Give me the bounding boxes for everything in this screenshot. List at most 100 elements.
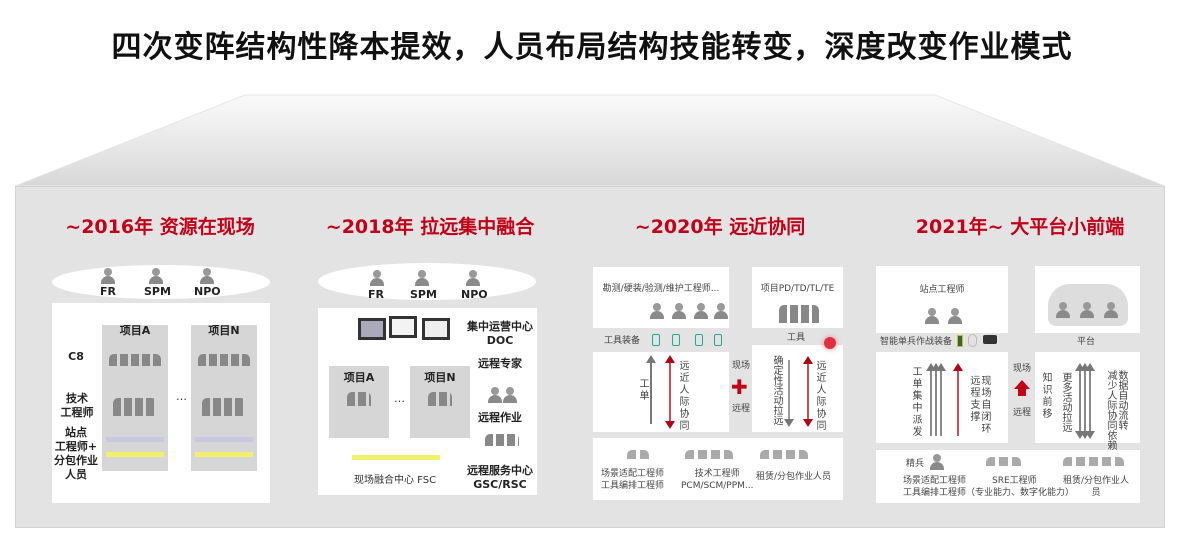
c8-crowd-icon (198, 354, 250, 366)
site-worker-strip (106, 437, 164, 442)
role-spm: SPM (410, 288, 437, 301)
collab-label: 远近人际协同 (814, 360, 825, 432)
staff-rental-label: 租赁/分包作业人员 (756, 472, 832, 482)
site-engineer-label: 站点工程师 (919, 285, 965, 295)
smart-gear-label: 智能单兵作战装备 (880, 337, 953, 347)
tools-label: 工具 (787, 333, 806, 343)
device-icon (957, 335, 963, 347)
cursor-indicator (824, 337, 836, 349)
person-icon (1104, 302, 1118, 318)
staff-sre-label: SRE工程师 (992, 476, 1037, 486)
engineer-group-icon (113, 398, 157, 416)
row-site: 站点 工程师+ 分包作业 人员 (54, 426, 98, 481)
row-c8: C8 (68, 350, 84, 363)
worker-icon (925, 308, 939, 324)
project-a-label: 项目A (119, 324, 151, 337)
activity-label: 确定性活动拉远 (771, 355, 782, 425)
worker-icon (714, 303, 728, 319)
activity-box (752, 345, 843, 432)
remote-work-label: 远程作业 (478, 411, 522, 424)
data-flow-label: 数据自动流转 减少人际协同依赖 (1105, 370, 1127, 450)
worker-icon (948, 308, 962, 324)
expert-icon (503, 387, 517, 403)
c8-crowd-icon (109, 354, 161, 366)
monitor-icon (358, 318, 386, 340)
vr-glasses-icon (983, 335, 997, 344)
staff-icon (685, 450, 733, 459)
up-arrow-icon (926, 363, 936, 436)
monitor-icon (389, 316, 417, 338)
heading-2016: ~2016年 资源在现场 (65, 216, 255, 238)
heading-2020: ~2020年 远近协同 (634, 216, 806, 238)
knowledge-label: 知识前移 (1040, 372, 1051, 420)
gsc-label: 远程服务中心 GSC/RSC (467, 464, 533, 491)
more-activity-label: 更多活动拉远 (1060, 372, 1071, 432)
doc-label: 集中运营中心 DOC (467, 320, 533, 347)
role-fr: FR (100, 285, 116, 298)
worker-group-icon (485, 434, 519, 446)
worker-icon (694, 303, 708, 319)
staff-box (593, 438, 843, 500)
role-npo: NPO (194, 285, 221, 298)
person-icon (149, 268, 163, 284)
site-worker-strip (106, 452, 164, 457)
team-icon (779, 305, 819, 323)
red-up-arrow-stem (1018, 388, 1026, 396)
headset-icon (968, 334, 977, 347)
bidirectional-arrow-icon (1080, 363, 1090, 439)
red-up-arrow-icon (1014, 380, 1030, 389)
role-npo: NPO (461, 288, 488, 301)
bidirectional-arrow-icon (665, 355, 675, 429)
site-engineer-box (876, 266, 1008, 333)
work-order-label: 工单 (637, 378, 648, 402)
project-roles-label: 项目PD/TD/TL/TE (760, 284, 835, 294)
staff-scenario-label: 场景适配工程师 工具编排工程师（专业能力、数字化能力） (903, 476, 1075, 498)
bidirectional-arrow-icon (803, 356, 813, 427)
team-icon (347, 392, 371, 406)
fsc-label: 现场融合中心 FSC (354, 475, 437, 486)
red-up-arrow-icon (953, 363, 963, 436)
project-n-label: 项目N (208, 324, 240, 337)
worker-icon (672, 303, 686, 319)
site-worker-strip (352, 455, 440, 460)
team-icon (428, 392, 452, 406)
staff-icon (760, 450, 808, 459)
row-tech: 技术 工程师 (60, 392, 94, 419)
bidirectional-arrow-icon (1085, 363, 1095, 439)
ellipsis: … (176, 390, 187, 403)
bidirectional-arrow-icon (1075, 363, 1085, 439)
project-n-label: 项目N (424, 371, 456, 384)
up-arrow-icon (931, 363, 941, 436)
phone-tool-icon (652, 334, 660, 346)
platform-label: 平台 (1077, 337, 1096, 347)
slide-title: 四次变阵结构性降本提效，人员布局结构技能转变，深度改变作业模式 (111, 30, 1073, 65)
person-icon (415, 270, 429, 286)
onsite-label: 现场 (1013, 364, 1032, 374)
engineer-group-icon (202, 398, 246, 416)
phone-tool-icon (714, 334, 722, 346)
project-a-label: 项目A (343, 371, 375, 384)
person-icon (370, 270, 384, 286)
staff-rental-label: 租赁/分包作业人 员 (1063, 476, 1130, 498)
up-arrow-icon (936, 363, 946, 436)
closed-loop-label: 现场自闭环 远程支撑 (968, 375, 990, 435)
phone-tool-icon (695, 334, 703, 346)
site-worker-strip (195, 452, 253, 457)
staff-scenario-label: 场景适配工程师 工具编排工程师 (601, 469, 665, 491)
down-arrow-icon (784, 360, 794, 427)
site-engineers-label: 勘测/硬装/验测/维护工程师... (602, 284, 720, 294)
collab-label: 远近人际协同 (677, 360, 688, 432)
elite-label: 精兵 (906, 459, 925, 469)
person-icon (200, 268, 214, 284)
remote-label: 远程 (732, 404, 751, 414)
role-spm: SPM (144, 285, 171, 298)
tool-equipment-label: 工具装备 (604, 336, 641, 346)
plus-icon: ✚ (731, 375, 748, 399)
ellipsis: … (394, 392, 405, 405)
role-fr: FR (368, 288, 384, 301)
person-icon (1080, 302, 1094, 318)
onsite-label: 现场 (732, 361, 751, 371)
up-arrow-icon (646, 355, 656, 424)
work-order-box (593, 352, 729, 432)
staff-icon (627, 450, 649, 459)
